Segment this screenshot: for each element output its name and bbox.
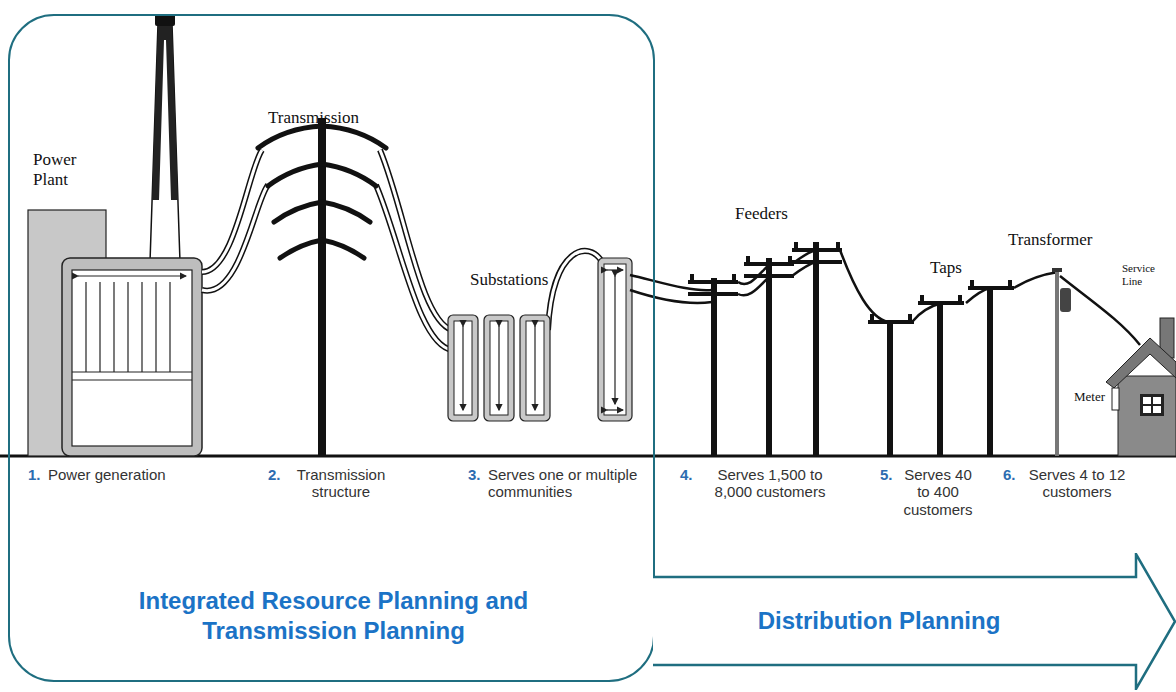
house (1106, 318, 1176, 456)
node-title: Integrated Resource Planning and Transmi… (110, 586, 557, 646)
part-label: Substations (470, 270, 580, 290)
callout-number: 1. (28, 466, 48, 483)
transformer-pole (1052, 268, 1071, 456)
callout-number: 2. (268, 466, 288, 483)
node-title: Distribution Planning (662, 577, 1096, 665)
part-label: Feeders (735, 204, 815, 224)
caption-text: Transmission structure (286, 466, 396, 501)
part-label: Service Line (1122, 262, 1162, 287)
callout-number: 6. (1003, 466, 1023, 483)
caption-text: Serves 40 to 400 customers (898, 466, 978, 518)
tap-poles (868, 280, 1014, 456)
callout-number: 5. (880, 466, 900, 483)
feeder-poles (688, 242, 842, 456)
transmission-tower (258, 118, 386, 456)
callout-number: 3. (468, 466, 488, 483)
caption-text: Serves 1,500 to 8,000 customers (700, 466, 840, 501)
part-label: Taps (930, 258, 990, 278)
part-label: Meter (1074, 390, 1112, 405)
callout-number: 4. (680, 466, 700, 483)
part-label: Power Plant (33, 150, 103, 189)
part-label: Transformer (1008, 230, 1108, 250)
caption-text: Serves one or multiple communities (488, 466, 640, 501)
part-label: Transmission (268, 108, 388, 128)
substations (448, 258, 632, 421)
planning-arrow: Distribution Planning (652, 553, 1176, 690)
caption-text: Power generation (48, 466, 218, 483)
caption-text: Serves 4 to 12 customers (1021, 466, 1133, 501)
arrow-shape (653, 554, 1175, 689)
power-plant (28, 14, 202, 456)
feeder-wires (630, 250, 1140, 345)
